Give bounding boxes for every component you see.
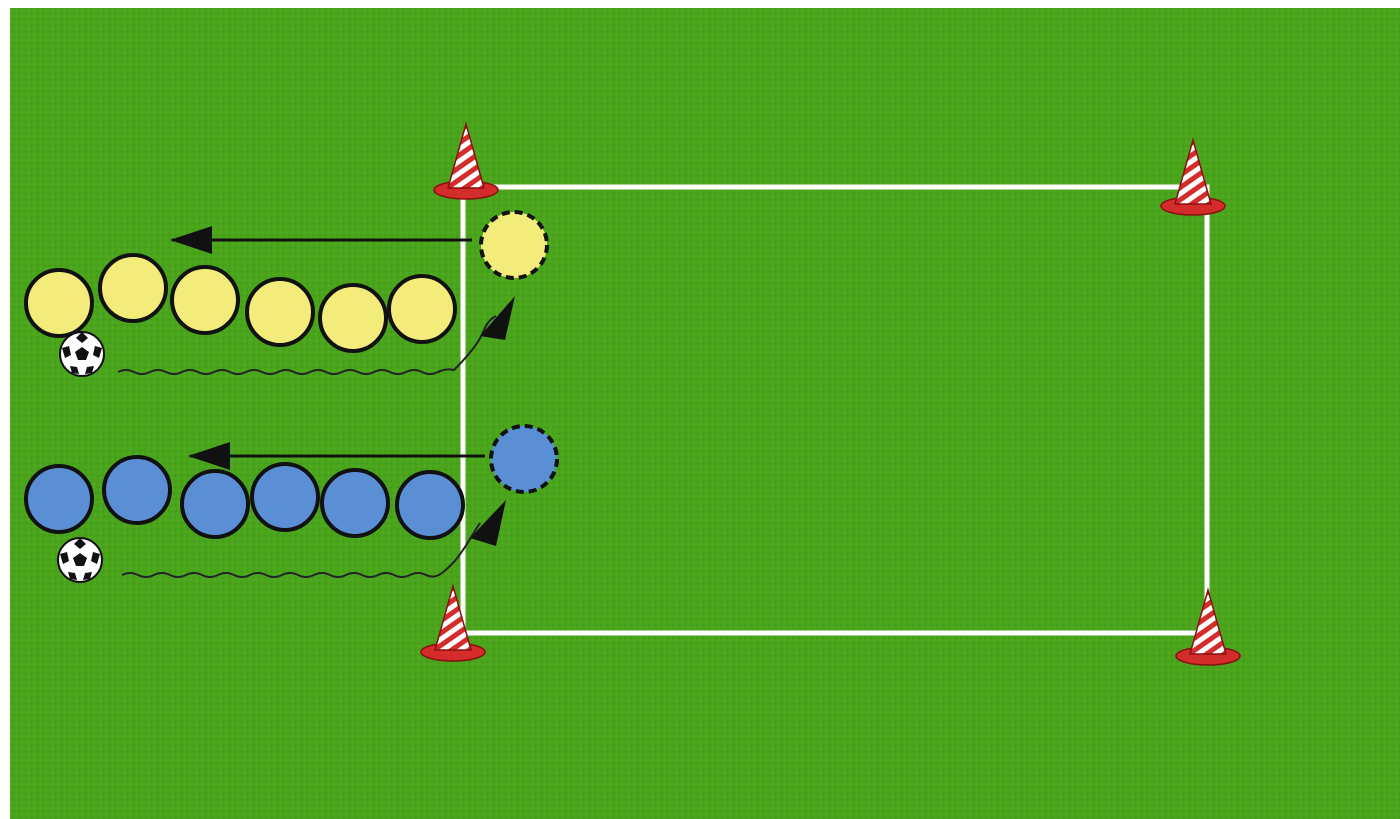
soccer-ball-icon (60, 332, 104, 376)
player-marker (104, 457, 170, 523)
pitch-background (10, 8, 1400, 819)
player-marker (320, 285, 386, 351)
active-player-blue (491, 426, 557, 492)
player-marker (182, 471, 248, 537)
soccer-ball-icon (58, 538, 102, 582)
player-marker (26, 466, 92, 532)
player-marker (247, 279, 313, 345)
player-marker (100, 255, 166, 321)
player-marker (322, 470, 388, 536)
player-marker (172, 267, 238, 333)
player-marker (389, 276, 455, 342)
active-player-yellow (481, 212, 547, 278)
player-marker (26, 270, 92, 336)
player-marker (252, 464, 318, 530)
player-marker (397, 472, 463, 538)
